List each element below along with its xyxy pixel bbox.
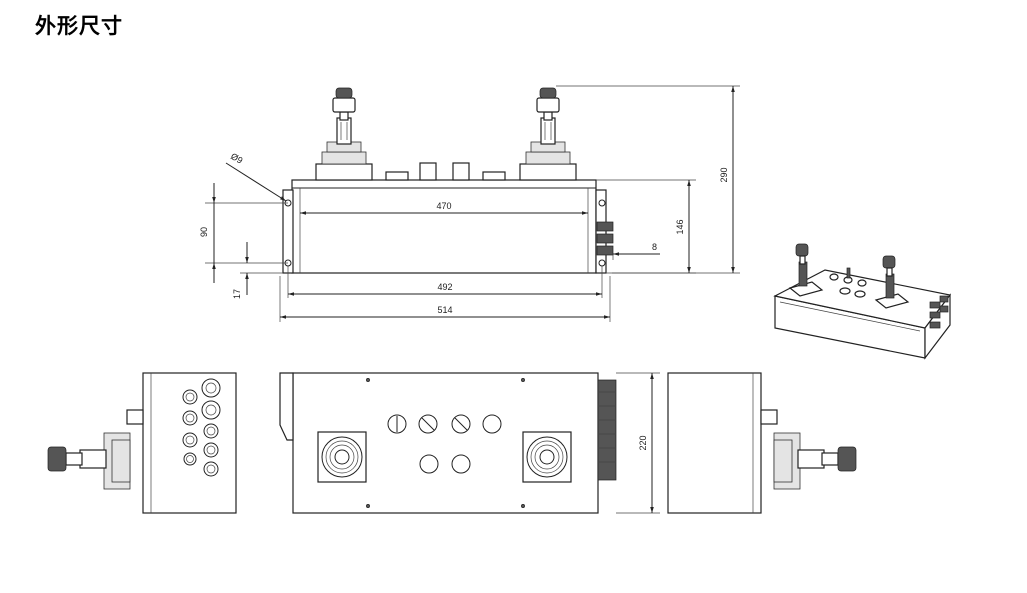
dim-290: 290 xyxy=(719,167,729,182)
top-view: 220 xyxy=(279,372,660,514)
dim-514: 514 xyxy=(437,305,452,315)
dim-17: 17 xyxy=(232,289,242,299)
front-view: 470 492 514 90 17 Ø9 146 8 xyxy=(199,85,740,322)
dim-hole-diameter: Ø9 xyxy=(229,151,244,166)
left-side-view xyxy=(47,372,237,514)
dim-8: 8 xyxy=(652,242,657,252)
dim-492: 492 xyxy=(437,282,452,292)
dim-146: 146 xyxy=(675,219,685,234)
isometric-view xyxy=(773,243,952,360)
right-joystick xyxy=(519,87,577,181)
dim-90: 90 xyxy=(199,227,209,237)
right-side-view xyxy=(667,372,857,514)
dim-220: 220 xyxy=(638,435,648,450)
dim-470: 470 xyxy=(436,201,451,211)
page-title: 外形尺寸 xyxy=(35,14,123,38)
left-joystick xyxy=(315,87,373,181)
